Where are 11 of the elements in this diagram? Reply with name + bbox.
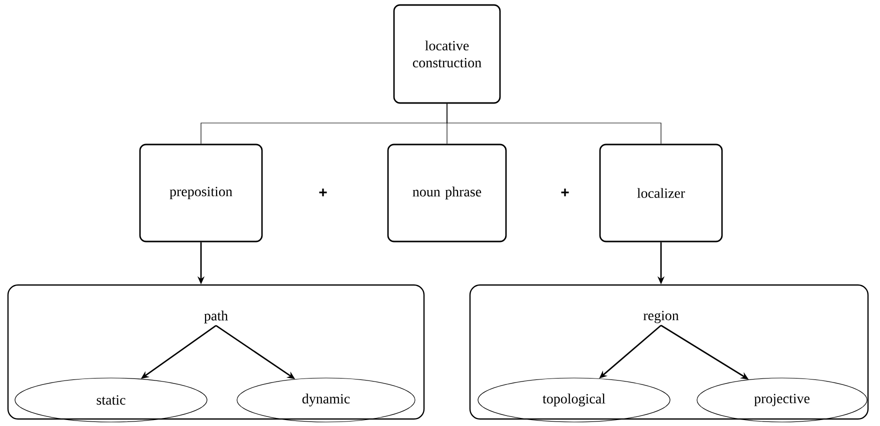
process-box: preposition [139,144,263,242]
heading-text: path [204,310,228,324]
plus-sign: + [319,188,327,196]
plus-sign: + [561,188,569,196]
process-box: localizer [599,144,723,242]
process-box: locative construction [393,4,501,104]
group-box [7,284,425,420]
connector-line [446,103,662,144]
process-box: noun phrase [387,144,507,242]
group-box [469,284,869,420]
heading-text: region [643,310,679,324]
